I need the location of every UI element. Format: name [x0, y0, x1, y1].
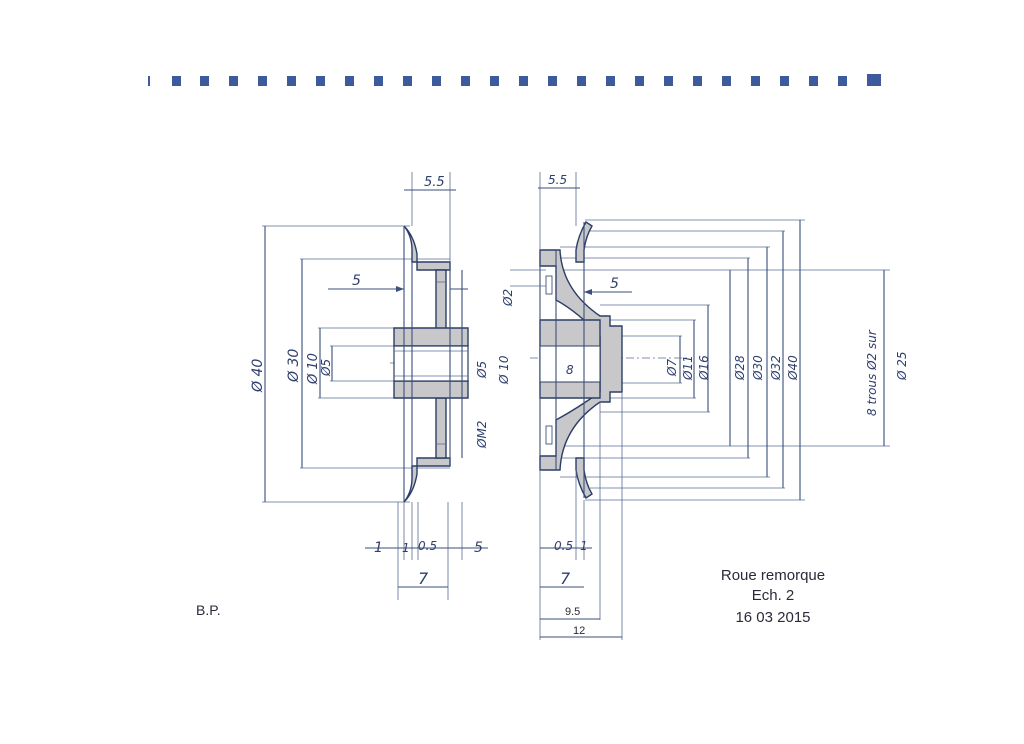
drawing-date: 16 03 2015: [735, 609, 810, 626]
left-bottom-dim-5: 5: [474, 540, 483, 556]
right-dia-30: Ø30: [751, 355, 765, 381]
left-side-dim: 5: [352, 273, 361, 289]
right-dia-16: Ø16: [697, 355, 711, 381]
right-width: 7: [560, 569, 571, 588]
drawing-author: B.P.: [196, 602, 221, 618]
right-dim-9-5: 9.5: [565, 606, 580, 618]
bolt-circle-diameter: Ø 25: [895, 351, 909, 381]
left-inner-dia-10: Ø 10: [497, 355, 511, 385]
left-inner-dia-5: Ø5: [475, 361, 489, 379]
left-thread-m2: ØM2: [475, 421, 489, 449]
right-side-dim: 5: [610, 276, 619, 292]
right-top-dim: 5.5: [548, 173, 567, 187]
right-dia-7: Ø7: [665, 359, 679, 377]
spiral-binding: [148, 74, 881, 86]
left-bottom-dim-1a: 1: [374, 540, 383, 556]
left-dia-5: Ø5: [319, 359, 333, 377]
right-dia-28: Ø28: [733, 355, 747, 381]
left-bottom-dim-1b: 1: [402, 541, 410, 555]
right-wheel-section: [510, 172, 890, 640]
left-top-dim: 5.5: [424, 175, 445, 190]
right-dia-40: Ø40: [786, 355, 800, 381]
drawing-title: Roue remorque: [721, 567, 825, 584]
left-dia-10: Ø 10: [306, 353, 321, 385]
left-bottom-dim-05: 0.5: [418, 539, 437, 553]
left-dia-40: Ø 40: [250, 359, 266, 393]
left-dia-30: Ø 30: [286, 349, 302, 383]
right-hole-dim: Ø2: [501, 289, 515, 307]
right-dim-12: 12: [573, 625, 585, 637]
right-bottom-dim-05: 0.5: [554, 539, 573, 553]
left-wheel-section: [262, 172, 488, 600]
right-dia-11: Ø11: [681, 355, 695, 381]
right-dia-32: Ø32: [769, 355, 783, 381]
right-center-dim: 8: [566, 363, 574, 377]
right-bottom-dim-1: 1: [580, 539, 588, 553]
bolt-circle-label: 8 trous Ø2 sur: [865, 329, 879, 416]
drawing-scale: Ech. 2: [752, 587, 795, 604]
left-width: 7: [418, 569, 429, 588]
